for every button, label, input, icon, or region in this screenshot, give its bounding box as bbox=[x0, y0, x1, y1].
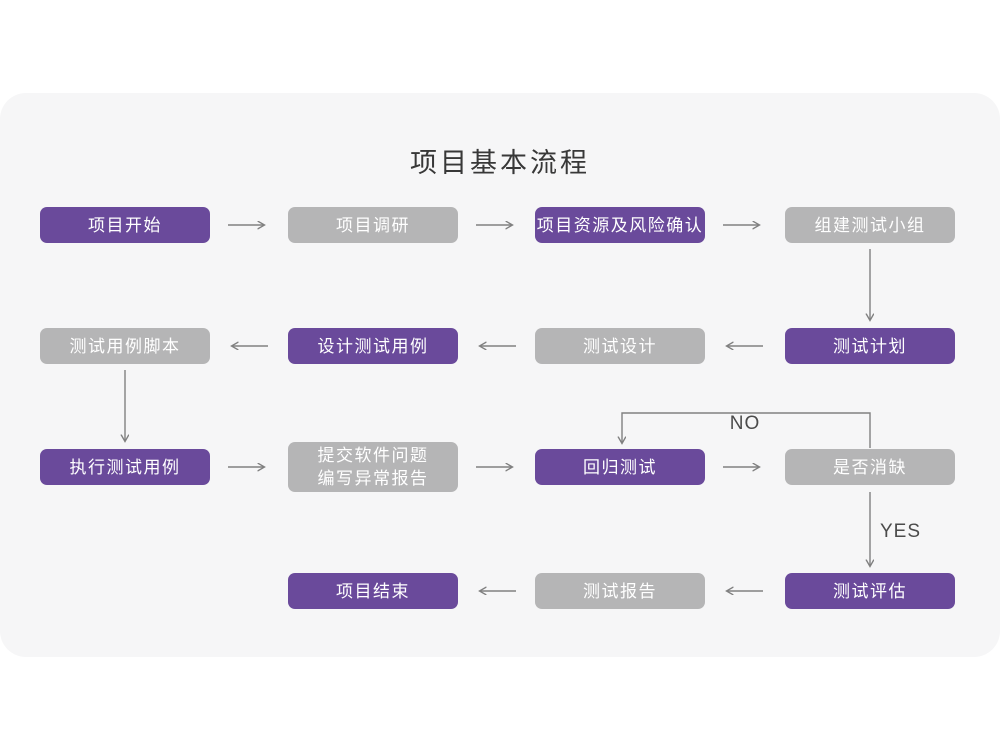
node-submit-issue-report: 提交软件问题 编写异常报告 bbox=[288, 442, 458, 492]
node-test-report: 测试报告 bbox=[535, 573, 705, 609]
node-design-test-cases: 设计测试用例 bbox=[288, 328, 458, 364]
node-execute-test-cases: 执行测试用例 bbox=[40, 449, 210, 485]
flowchart-card bbox=[0, 93, 1000, 657]
node-build-test-team: 组建测试小组 bbox=[785, 207, 955, 243]
node-project-end: 项目结束 bbox=[288, 573, 458, 609]
node-test-evaluation: 测试评估 bbox=[785, 573, 955, 609]
no-label: NO bbox=[729, 413, 761, 434]
node-test-plan: 测试计划 bbox=[785, 328, 955, 364]
node-regression-test: 回归测试 bbox=[535, 449, 705, 485]
node-project-start: 项目开始 bbox=[40, 207, 210, 243]
node-project-research: 项目调研 bbox=[288, 207, 458, 243]
page-title: 项目基本流程 bbox=[410, 148, 590, 178]
node-test-case-script: 测试用例脚本 bbox=[40, 328, 210, 364]
node-resources-risk: 项目资源及风险确认 bbox=[535, 207, 705, 243]
yes-label: YES bbox=[880, 521, 922, 542]
node-test-design: 测试设计 bbox=[535, 328, 705, 364]
node-defect-cleared: 是否消缺 bbox=[785, 449, 955, 485]
